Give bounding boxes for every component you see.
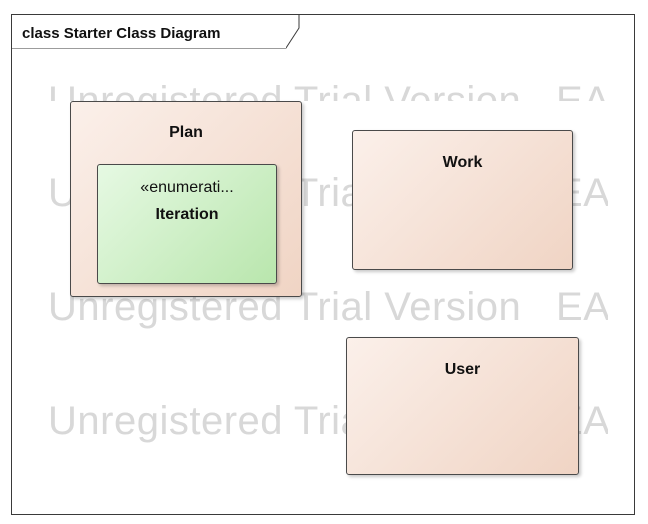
enumeration-iteration[interactable]: «enumerati... Iteration [97, 164, 277, 284]
class-plan[interactable]: Plan «enumerati... Iteration [70, 101, 302, 297]
class-work[interactable]: Work [352, 130, 573, 270]
enumeration-stereotype: «enumerati... [140, 179, 234, 196]
frame-title: class Starter Class Diagram [22, 25, 221, 42]
diagram-frame: Unregistered Trial Version EA Unregister… [11, 14, 635, 515]
class-plan-name: Plan [169, 124, 203, 141]
enumeration-iteration-name: Iteration [155, 206, 219, 223]
frame-title-tab: class Starter Class Diagram [12, 15, 312, 63]
class-user-name: User [444, 361, 481, 378]
class-work-name: Work [442, 154, 483, 171]
class-user[interactable]: User [346, 337, 579, 475]
watermark-line-1: Unregistered Trial Version EA [48, 79, 608, 101]
